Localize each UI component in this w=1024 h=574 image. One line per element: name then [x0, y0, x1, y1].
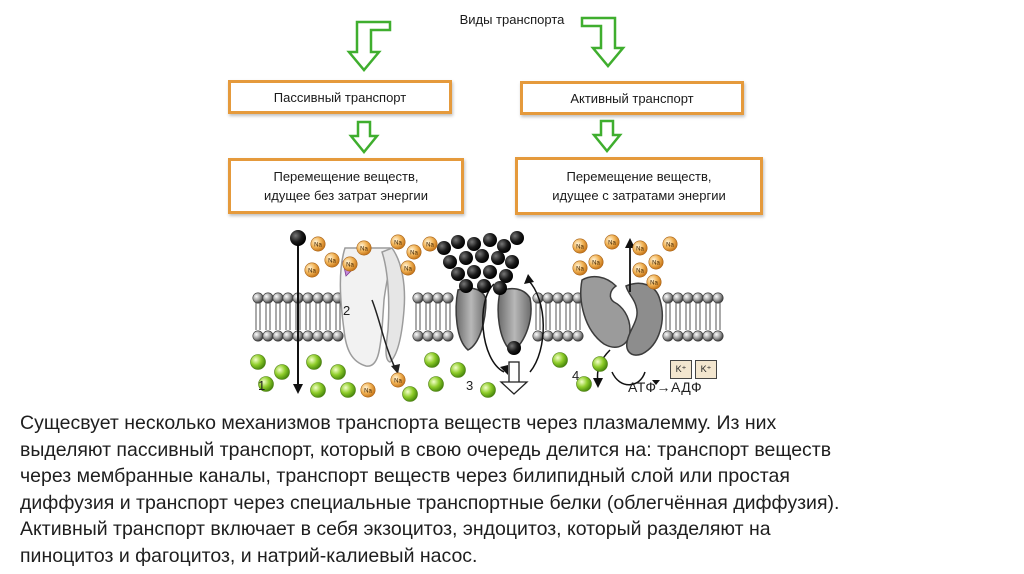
svg-text:Na: Na [652, 261, 660, 267]
arrow-title-right [580, 16, 626, 68]
svg-text:Na: Na [404, 267, 412, 273]
active-description-box: Перемещение веществ, идущее с затратами … [515, 157, 763, 215]
passive-description-box: Перемещение веществ, идущее без затрат э… [228, 158, 464, 214]
svg-text:Na: Na [410, 251, 418, 257]
diagram-title: Виды транспорта [459, 12, 565, 27]
k-ion-label-1: K⁺ [670, 360, 692, 379]
active-transport-label: Активный транспорт [570, 90, 694, 106]
description-line-2: выделяют пассивный транспорт, который в … [20, 438, 832, 461]
description-line-5: Активный транспорт включает в себя экзоц… [20, 518, 771, 540]
description-paragraph: Сущесвует несколько механизмов транспорт… [20, 410, 1010, 569]
passive-transport-label: Пассивный транспорт [273, 89, 407, 105]
mechanism-number-2: 2 [343, 303, 351, 318]
membrane-bilayer [252, 292, 724, 342]
active-desc-line-1: Перемещение веществ, [566, 169, 712, 184]
svg-text:Na: Na [426, 243, 434, 249]
particle-cluster [437, 233, 519, 295]
arrow-title-left [346, 20, 392, 72]
carrier-protein [339, 247, 406, 374]
arrow-passive-down [348, 120, 380, 154]
active-transport-box: Активный транспорт [520, 81, 744, 115]
mechanism-number-4: 4 [572, 368, 580, 383]
description-line-3: через мембранные каналы, транспорт вещес… [20, 465, 790, 487]
svg-text:Na: Na [592, 261, 600, 267]
svg-text:Na: Na [636, 247, 644, 253]
passive-desc-line-1: Перемещение веществ, [273, 169, 419, 184]
channel-protein [455, 231, 544, 395]
svg-text:Na: Na [364, 389, 372, 395]
svg-text:Na: Na [394, 241, 402, 247]
svg-text:Na: Na [346, 263, 354, 269]
sodium-potassium-pump [580, 238, 663, 388]
svg-text:Na: Na [608, 241, 616, 247]
description-line-6: пиноцитоз и фагоцитоз, и натрий-калиевый… [20, 544, 478, 567]
svg-text:Na: Na [308, 269, 316, 275]
svg-text:Na: Na [576, 267, 584, 273]
k-ions [250, 352, 608, 402]
description-line-4: диффузия и транспорт через специальные т… [20, 491, 840, 514]
svg-text:Na: Na [650, 281, 658, 287]
active-desc-line-2: идущее с затратами энергии [552, 188, 726, 203]
description-line-1: Сущесвует несколько механизмов транспорт… [20, 412, 777, 434]
svg-text:Na: Na [360, 247, 368, 253]
diffusion-arrow [290, 230, 306, 394]
passive-transport-box: Пассивный транспорт [228, 80, 452, 114]
atp-adp-label: АТФ→АДФ [628, 379, 703, 395]
mechanism-number-3: 3 [466, 378, 474, 393]
svg-text:Na: Na [666, 243, 674, 249]
svg-text:Na: Na [328, 259, 336, 265]
passive-desc-line-2: идущее без затрат энергии [264, 188, 428, 203]
svg-text:Na: Na [314, 243, 322, 249]
svg-text:Na: Na [576, 245, 584, 251]
mechanism-number-1: 1 [258, 378, 266, 393]
k-ion-label-2: K⁺ [695, 360, 717, 379]
svg-text:Na: Na [394, 379, 402, 385]
arrow-active-down [591, 119, 623, 153]
svg-text:Na: Na [636, 269, 644, 275]
